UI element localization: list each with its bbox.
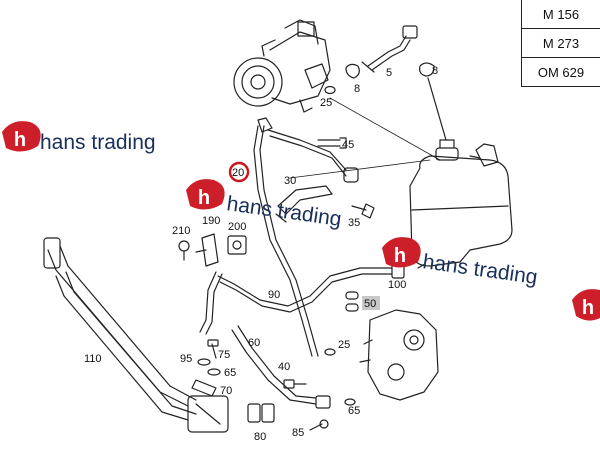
part-label-50: 50 <box>364 298 376 310</box>
part-label-8a: 8 <box>354 83 360 95</box>
part-label-30: 30 <box>284 175 296 187</box>
bracket-30 <box>275 185 333 223</box>
label-50-background <box>362 296 380 310</box>
part-label-80: 80 <box>254 431 266 443</box>
clip-200 <box>227 235 247 255</box>
steering-pump <box>233 19 331 113</box>
seal-65a <box>207 368 221 376</box>
engine-code-om629: OM 629 <box>521 58 600 87</box>
part-label-45: 45 <box>342 139 354 151</box>
part-label-8b: 8 <box>432 65 438 77</box>
pressure-hose-20 <box>253 117 359 357</box>
supply-hose-5 <box>361 25 418 73</box>
part-label-65a: 65 <box>224 367 236 379</box>
clamp-95 <box>197 358 211 366</box>
part-label-20: 20 <box>232 167 244 179</box>
return-hose-90 <box>199 263 405 335</box>
seal-65b <box>344 398 356 406</box>
clamp-8a <box>345 63 360 79</box>
engine-code-m156: M 156 <box>521 0 600 29</box>
bolt-85 <box>309 419 329 431</box>
clamps-50 <box>345 291 359 312</box>
part-label-210: 210 <box>172 225 190 237</box>
part-label-5: 5 <box>386 67 392 79</box>
bolt-75 <box>207 339 219 359</box>
part-label-25a: 25 <box>320 97 332 109</box>
bolt-40 <box>283 379 307 389</box>
bolt-35 <box>351 203 375 219</box>
part-label-90: 90 <box>268 289 280 301</box>
hose-60 <box>231 325 331 409</box>
part-label-35: 35 <box>348 217 360 229</box>
watermark-logo-4: h <box>572 289 600 321</box>
part-label-110: 110 <box>84 353 102 365</box>
clamp-8b <box>419 62 447 141</box>
part-label-95: 95 <box>180 353 192 365</box>
part-label-70: 70 <box>220 385 232 397</box>
engine-code-m273: M 273 <box>521 29 600 58</box>
watermark-letter-1: h <box>14 129 26 151</box>
bracket-70 <box>191 379 217 397</box>
bolt-210 <box>178 240 190 261</box>
oil-reservoir <box>409 139 513 269</box>
watermark-letter-2: h <box>198 187 210 209</box>
watermark-letter-3: h <box>394 245 406 267</box>
watermark-letter-4: h <box>582 297 594 319</box>
steering-gear <box>359 309 439 401</box>
watermark-text-1: hans trading <box>40 131 156 154</box>
clips-80 <box>247 403 275 423</box>
watermark-text-3: hans trading <box>421 250 539 289</box>
watermark-logo-2: h <box>186 179 225 210</box>
watermark-logo-1: h <box>2 121 41 152</box>
part-label-65b: 65 <box>348 405 360 417</box>
seal-25b <box>324 348 336 356</box>
part-label-75: 75 <box>218 349 230 361</box>
part-label-25b: 25 <box>338 339 350 351</box>
highlight-ring-20 <box>228 161 250 183</box>
bolt-45 <box>317 137 347 149</box>
part-label-85: 85 <box>292 427 304 439</box>
oil-cooler-110 <box>43 237 229 433</box>
part-label-60: 60 <box>248 337 260 349</box>
part-label-200: 200 <box>228 221 246 233</box>
part-label-40: 40 <box>278 361 290 373</box>
seal-25a <box>324 85 336 95</box>
watermark-logo-3: h <box>382 237 421 268</box>
part-label-100: 100 <box>388 279 406 291</box>
part-label-190: 190 <box>202 215 220 227</box>
bracket-190 <box>195 233 219 267</box>
